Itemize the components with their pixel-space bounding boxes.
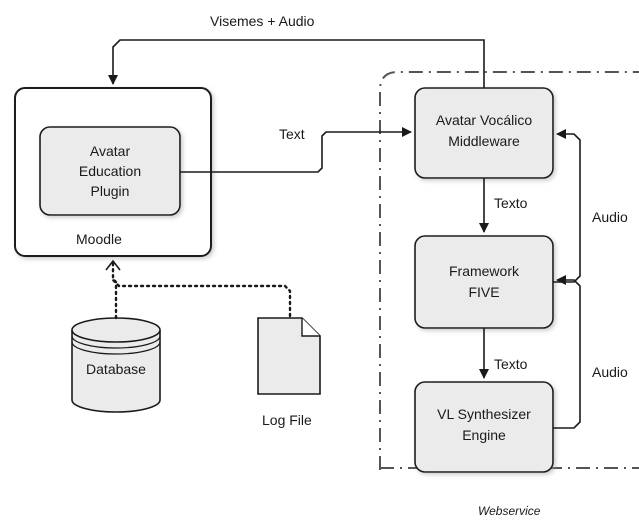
framework-label-1: Framework — [449, 263, 520, 279]
edge-audio-1-label: Audio — [592, 209, 628, 225]
log-file-icon — [257, 317, 321, 395]
webservice-group-border — [379, 71, 639, 470]
edge-audio-1 — [553, 129, 581, 283]
edge-text — [180, 127, 412, 173]
plugin-box — [39, 126, 181, 216]
plugin-label-3: Plugin — [91, 183, 130, 199]
framework-label-2: FIVE — [468, 284, 499, 300]
middleware-label-2: Middleware — [448, 133, 520, 149]
edge-audio-2-label: Audio — [592, 364, 628, 380]
moodle-dotted-arrowhead — [105, 259, 121, 271]
synth-label-2: Engine — [462, 427, 506, 443]
plugin-label-2: Education — [79, 163, 141, 179]
database-label: Database — [86, 361, 146, 377]
synth-box — [414, 381, 554, 473]
middleware-label-1: Avatar Vocálico — [436, 112, 532, 128]
framework-box — [414, 235, 554, 329]
edge-database-moodle — [111, 260, 118, 320]
edge-audio-2 — [553, 275, 581, 429]
edge-visemes-audio — [108, 39, 485, 88]
edge-text-label: Text — [279, 126, 305, 142]
synth-label-1: VL Synthesizer — [437, 406, 531, 422]
plugin-label-1: Avatar — [90, 143, 131, 159]
edge-visemes-audio-label: Visemes + Audio — [210, 13, 315, 29]
edge-texto-1-label: Texto — [494, 195, 528, 211]
webservice-label: Webservice — [478, 504, 541, 518]
edge-texto-2-label: Texto — [494, 356, 528, 372]
edge-logfile-moodle — [111, 278, 292, 318]
moodle-label: Moodle — [76, 231, 122, 247]
log-file-label: Log File — [262, 412, 312, 428]
